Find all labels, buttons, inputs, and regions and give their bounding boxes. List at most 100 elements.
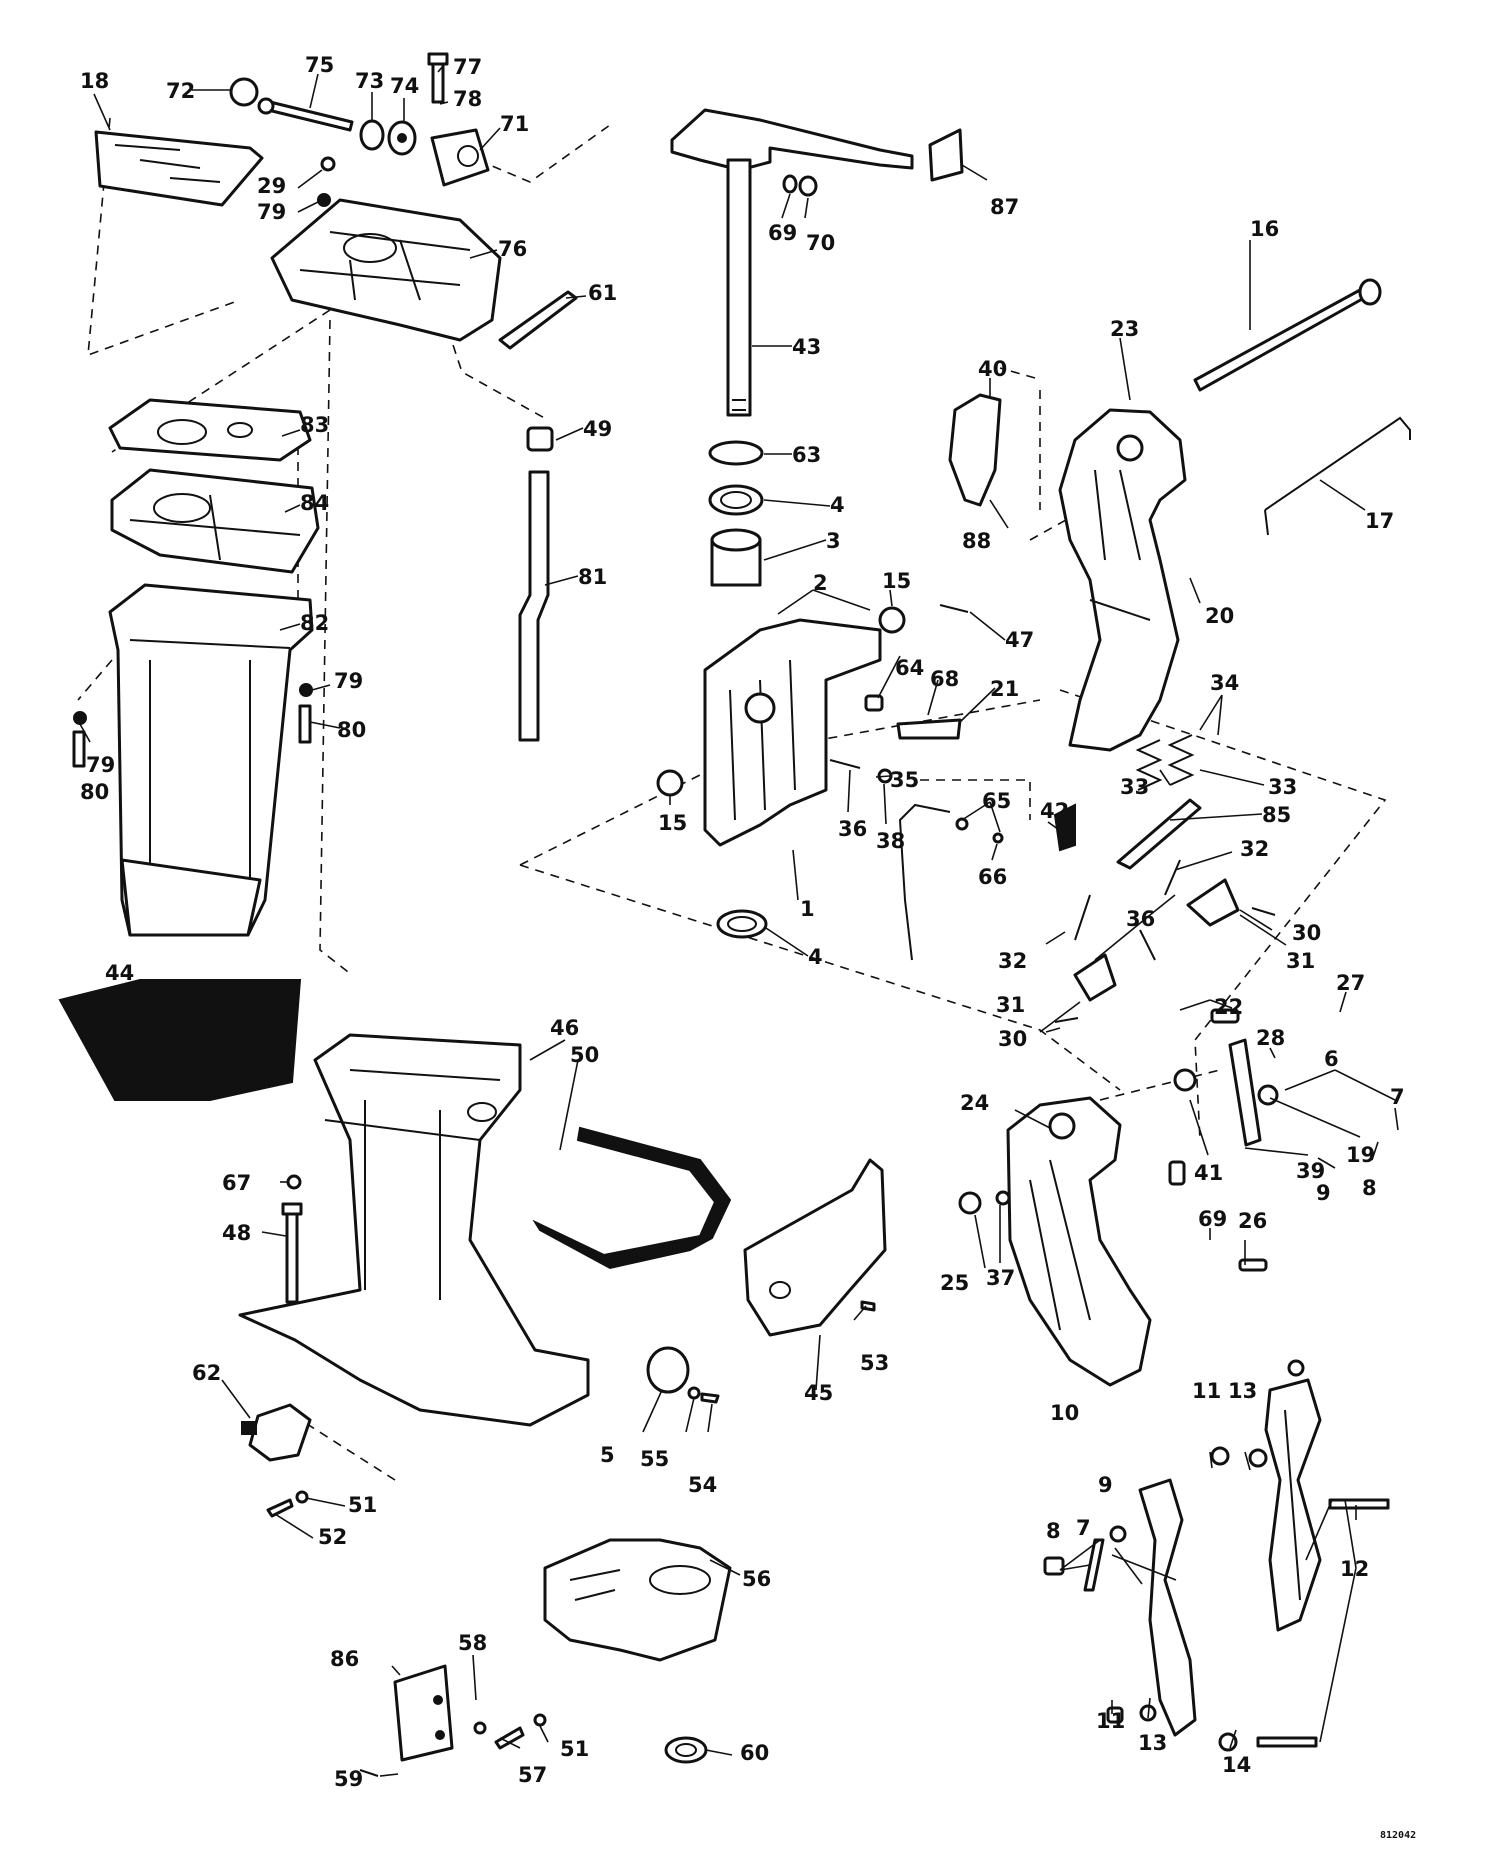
callout-5: 5 — [600, 1443, 615, 1467]
part-spring-33 — [1135, 734, 1195, 791]
callout-11-a: 11 — [1192, 1379, 1221, 1403]
callout-86: 86 — [330, 1647, 359, 1671]
callout-32-b: 32 — [998, 949, 1027, 973]
part-pins-32-36 — [1074, 859, 1181, 961]
part-adapter-76 — [270, 198, 502, 342]
part-bolt-77 — [427, 52, 449, 104]
part-bracket-61 — [498, 290, 578, 350]
part-bolt-16 — [1193, 278, 1382, 392]
callout-29: 29 — [257, 174, 286, 198]
callout-80-a: 80 — [337, 718, 366, 742]
callout-57: 57 — [518, 1763, 547, 1787]
part-seal-50 — [532, 1126, 732, 1270]
callout-31-a: 31 — [1286, 949, 1315, 973]
callout-23: 23 — [1110, 317, 1139, 341]
callout-labels: 18 72 75 73 74 77 78 71 29 79 76 61 83 8… — [80, 53, 1416, 1841]
callout-25: 25 — [940, 1271, 969, 1295]
callout-87: 87 — [990, 195, 1019, 219]
callout-19: 19 — [1346, 1143, 1375, 1167]
part-grommet-72 — [229, 77, 259, 107]
callout-22: 22 — [1214, 995, 1243, 1019]
callout-7-a: 7 — [1390, 1085, 1405, 1109]
callout-33-a: 33 — [1120, 775, 1149, 799]
callout-26: 26 — [1238, 1209, 1267, 1233]
part-thumbscrew-42 — [1053, 803, 1076, 852]
part-cover-44 — [58, 979, 302, 1101]
callout-71: 71 — [500, 112, 529, 136]
part-washers-73-74 — [359, 119, 417, 156]
callout-24: 24 — [960, 1091, 989, 1115]
callout-9-b: 9 — [1098, 1473, 1113, 1497]
callout-68: 68 — [930, 667, 959, 691]
callout-6: 6 — [1324, 1047, 1339, 1071]
part-grommet-49 — [526, 426, 554, 452]
callout-17: 17 — [1365, 509, 1394, 533]
part-mount-5 — [646, 1346, 720, 1404]
callout-84: 84 — [300, 491, 329, 515]
part-misc-19-25-26-27-28-37-41 — [958, 1008, 1279, 1272]
callout-80-b: 80 — [80, 780, 109, 804]
callout-38: 38 — [876, 829, 905, 853]
callout-44: 44 — [105, 961, 134, 985]
callout-54: 54 — [688, 1473, 717, 1497]
callout-8-a: 8 — [1362, 1176, 1377, 1200]
callout-58: 58 — [458, 1631, 487, 1655]
callout-12: 12 — [1340, 1557, 1369, 1581]
callout-36-b: 36 — [1126, 907, 1155, 931]
callout-66: 66 — [978, 865, 1007, 889]
callout-18: 18 — [80, 69, 109, 93]
part-plate-86 — [393, 1664, 454, 1762]
part-driveshaft-housing-46 — [238, 1033, 590, 1427]
callout-28: 28 — [1256, 1026, 1285, 1050]
callout-88: 88 — [962, 529, 991, 553]
callout-4-b: 4 — [808, 945, 823, 969]
callout-73: 73 — [355, 69, 384, 93]
part-bracket-6 — [1264, 1378, 1322, 1632]
callout-52: 52 — [318, 1525, 347, 1549]
callout-51-b: 51 — [560, 1737, 589, 1761]
part-adapter-84 — [110, 468, 320, 574]
part-bracket-87 — [928, 128, 964, 182]
callout-81: 81 — [578, 565, 607, 589]
callout-47: 47 — [1005, 628, 1034, 652]
callout-51-a: 51 — [348, 1493, 377, 1517]
callout-45: 45 — [804, 1381, 833, 1405]
part-washer-63 — [708, 440, 764, 466]
callout-3: 3 — [826, 529, 841, 553]
callout-11-b: 11 — [1096, 1709, 1125, 1733]
callout-21: 21 — [990, 677, 1019, 701]
callout-31-b: 31 — [996, 993, 1025, 1017]
callout-49: 49 — [583, 417, 612, 441]
part-washer-60 — [664, 1736, 708, 1764]
part-clamp-lever-31 — [1073, 878, 1240, 1002]
callout-61: 61 — [588, 281, 617, 305]
callout-35: 35 — [890, 768, 919, 792]
part-pin-47 — [939, 604, 969, 613]
callout-39: 39 — [1296, 1159, 1325, 1183]
callout-60: 60 — [740, 1741, 769, 1765]
callout-72: 72 — [166, 79, 195, 103]
callout-14: 14 — [1222, 1753, 1251, 1777]
part-tube-81 — [518, 470, 550, 742]
part-gasket-18 — [94, 130, 264, 207]
callout-69-b: 69 — [1198, 1207, 1227, 1231]
part-mount-71 — [430, 128, 490, 187]
callout-50: 50 — [570, 1043, 599, 1067]
part-small-parts-64-68-21 — [829, 694, 962, 784]
callout-34: 34 — [1210, 671, 1239, 695]
callout-76: 76 — [498, 237, 527, 261]
callout-59: 59 — [334, 1767, 363, 1791]
part-bracket-10 — [1138, 1478, 1197, 1737]
callout-2: 2 — [813, 571, 828, 595]
callout-85: 85 — [1262, 803, 1291, 827]
callout-41: 41 — [1194, 1161, 1223, 1185]
callout-42: 42 — [1040, 799, 1069, 823]
callout-82: 82 — [300, 611, 329, 635]
callout-83: 83 — [300, 413, 329, 437]
callout-16: 16 — [1250, 217, 1279, 241]
callout-78: 78 — [453, 87, 482, 111]
part-exhaust-housing-82 — [108, 583, 314, 937]
part-link-39 — [1228, 1038, 1262, 1147]
part-wire-65-66 — [898, 803, 1004, 961]
